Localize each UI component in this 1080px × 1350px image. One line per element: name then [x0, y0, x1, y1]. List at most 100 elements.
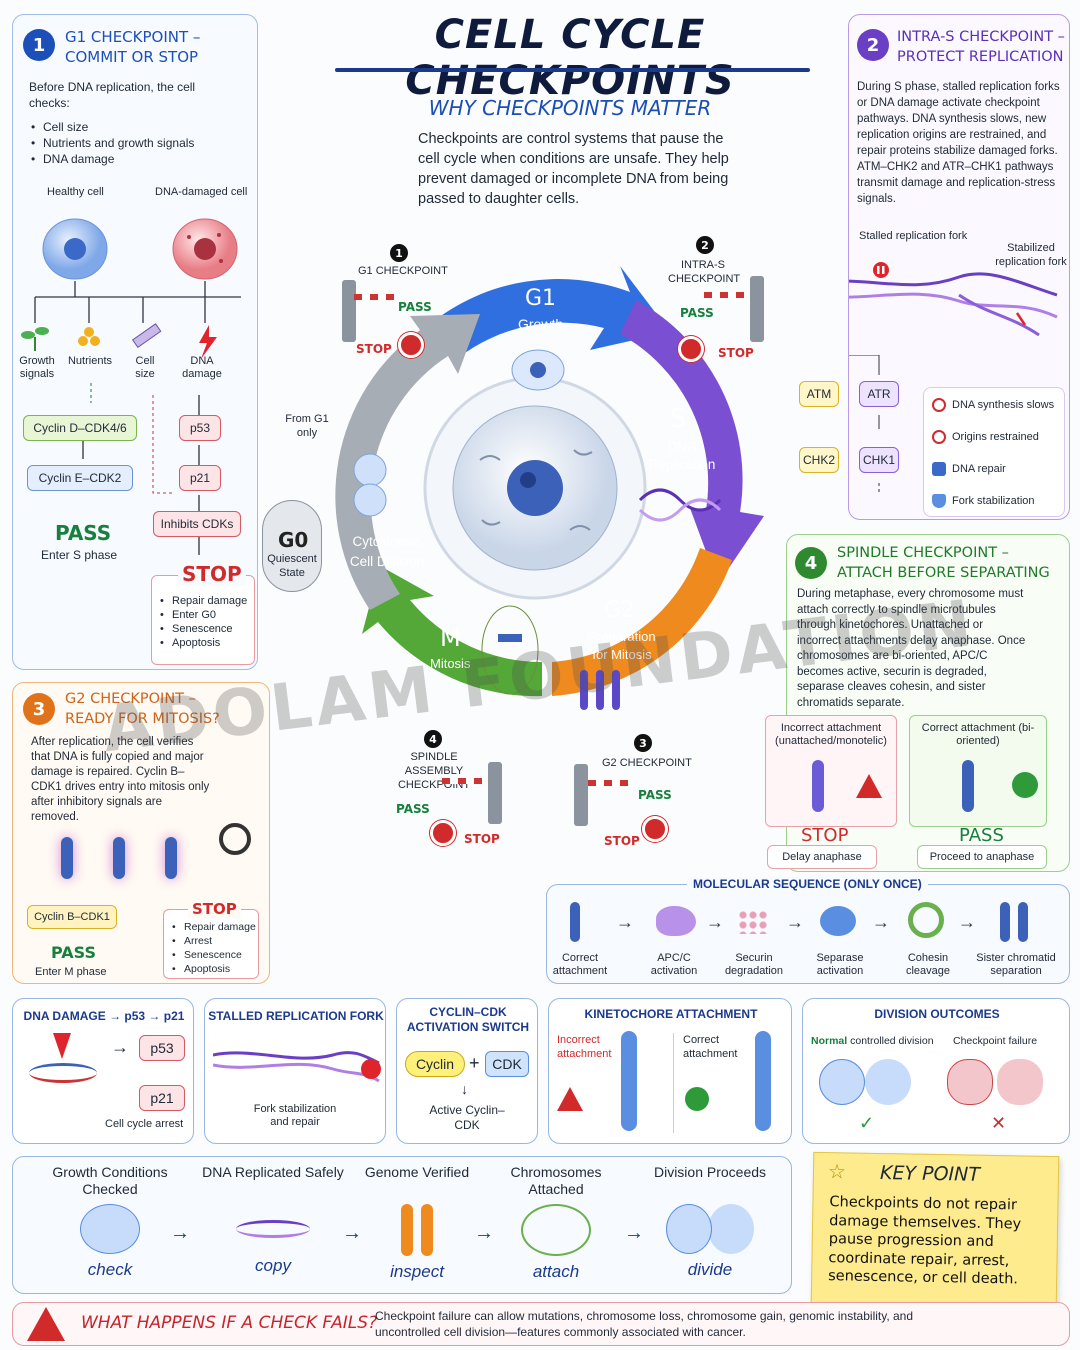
replication-fork-illustration — [849, 262, 1058, 337]
spindle-icon — [521, 1204, 591, 1256]
intra-s-connectors — [849, 355, 880, 495]
step-number-badge: 4 — [795, 547, 827, 579]
gate-bar-icon — [354, 294, 398, 300]
delay-anaphase-box: Delay anaphase — [767, 845, 877, 869]
cyclin-d-cdk46-box: Cyclin D–CDK4/6 — [23, 415, 137, 441]
sequence-icons — [556, 898, 1066, 948]
cdk-pill: CDK — [485, 1051, 529, 1077]
g2-stop-label: STOP — [188, 900, 241, 918]
intra-s-title-line2: PROTECT REPLICATION — [897, 49, 1064, 65]
division-outcomes-mini-panel: DIVISION OUTCOMES Normal controlled divi… — [802, 998, 1070, 1144]
fail-title: WHAT HAPPENS IF A CHECK FAILS? — [81, 1313, 378, 1333]
fork-icon — [213, 1051, 381, 1083]
dna-helix-icon — [236, 1220, 310, 1238]
intra-s-body: During S phase, stalled replication fork… — [857, 81, 1060, 205]
magnifier-icon — [219, 823, 251, 855]
checkpoint-label: INTRA-S CHECKPOINT — [668, 259, 741, 285]
checkpoint-label: SPINDLE ASSEMBLY CHECKPOINT — [397, 751, 471, 791]
chk2-box: CHK2 — [799, 447, 839, 473]
dna-damage-mini-panel: DNA DAMAGE → p53 → p21 → p53 p21 Cell cy… — [12, 998, 194, 1144]
molecular-sequence-panel: MOLECULAR SEQUENCE (ONLY ONCE) — [546, 877, 1070, 984]
m-phase-segment — [362, 566, 542, 697]
stabilized-fork-label: Stabilized replication fork — [995, 242, 1067, 268]
sequence-step: Sister chromatid separation — [976, 952, 1056, 977]
spindle-title-line1: SPINDLE CHECKPOINT – — [837, 545, 1009, 561]
p53-box: p53 — [179, 415, 221, 441]
effect-item: Origins restrained — [952, 431, 1039, 443]
star-icon: ☆ — [827, 1161, 847, 1184]
separase-icon — [820, 906, 856, 936]
g1-stop-box: STOP Repair damage Enter G0 Senescence A… — [151, 562, 255, 665]
separated-chromatids-icon — [1000, 902, 1010, 942]
fail-body: Checkpoint failure can allow mutations, … — [375, 1309, 914, 1339]
s-phase-segment — [620, 300, 764, 584]
mini-panel-caption: Cell cycle arrest — [105, 1118, 184, 1130]
cohesin-ring-icon — [908, 902, 944, 938]
g1-checkpoint-panel: 1 G1 CHECKPOINT – COMMIT OR STOP Before … — [12, 14, 258, 670]
spindle-stop-label: STOP — [801, 825, 849, 846]
x-mark-icon: ✕ — [991, 1113, 1007, 1133]
pass-label: PASS — [398, 300, 432, 314]
g1-phase-sub: Growth — [518, 316, 564, 332]
g0-name: G0 — [278, 528, 309, 552]
gate-post-icon — [750, 276, 764, 342]
cell-cycle-wheel — [335, 266, 764, 710]
molecular-sequence-title: MOLECULAR SEQUENCE (ONLY ONCE) — [687, 877, 928, 891]
stop-item: Repair damage — [172, 920, 256, 934]
g1-cells-illustration — [21, 218, 241, 359]
g2-phase-sub: Preparation for Mitosis — [588, 629, 656, 662]
g2-title-line1: G2 CHECKPOINT – — [65, 691, 196, 707]
effect-item: DNA repair — [952, 463, 1006, 475]
check-mark-icon: ✓ — [859, 1113, 875, 1133]
flow-step: Growth Conditions Checked check — [36, 1164, 184, 1284]
checkpoint-2-gate: 2 INTRA-S CHECKPOINT PASS STOP — [668, 236, 778, 366]
check-icon — [685, 1087, 709, 1111]
g1-phase-name: G1 — [525, 286, 557, 311]
sprout-icon — [21, 327, 49, 351]
signal-dna-damage: DNA damage — [182, 355, 222, 380]
sequence-step: APC/C activation — [650, 952, 698, 977]
title-underline — [335, 68, 810, 72]
step-number-badge: 2 — [857, 29, 889, 61]
flow-step-word: check — [87, 1260, 133, 1279]
stop-item: Arrest — [172, 934, 256, 948]
flow-step-title: Division Proceeds — [653, 1164, 767, 1180]
checkpoint-label: G1 CHECKPOINT — [358, 265, 448, 277]
flow-step: Chromosomes Attached attach — [486, 1164, 626, 1284]
abnormal-cells-icon — [947, 1059, 993, 1105]
plus-sign: + — [469, 1053, 480, 1073]
shield-icon — [932, 494, 946, 508]
stop-item: Senescence — [160, 622, 247, 636]
g1-stop-label: STOP — [178, 562, 246, 586]
atr-box: ATR — [859, 381, 899, 407]
gate-post-icon — [488, 762, 502, 824]
flow-step-title: Genome Verified — [364, 1164, 470, 1180]
securin-fragments-icon — [738, 910, 768, 934]
g2-pass-sub: Enter M phase — [35, 966, 107, 978]
mini-panel-title: STALLED REPLICATION FORK — [208, 1009, 384, 1023]
flow-step: Division Proceeds divide — [640, 1164, 780, 1284]
effect-item: Fork stabilization — [952, 495, 1035, 507]
stop-item: Enter G0 — [160, 608, 247, 622]
flow-step-word: divide — [687, 1260, 733, 1279]
checkpoint-4-gate: 4 SPINDLE ASSEMBLY CHECKPOINT PASS STOP — [384, 730, 514, 852]
step-number-badge: 1 — [390, 244, 408, 262]
signal-cell-size: Cell size — [135, 355, 155, 380]
key-point-body: Checkpoints do not repair damage themsel… — [828, 1194, 1022, 1288]
warning-icon — [27, 1307, 65, 1341]
check-item: DNA damage — [31, 151, 194, 167]
flow-step-word: inspect — [390, 1262, 444, 1281]
chromosome-icon — [113, 837, 125, 879]
checkpoint-failure-label: Checkpoint failure — [953, 1035, 1038, 1047]
stop-label: STOP — [464, 832, 500, 846]
flow-step-title: Chromosomes Attached — [510, 1164, 602, 1197]
chromosome-pair-icon — [580, 670, 620, 710]
m-phase-name: M — [440, 624, 461, 652]
checkpoint-label: G2 CHECKPOINT — [602, 757, 692, 769]
intra-s-checkpoint-panel: 2 INTRA-S CHECKPOINT – PROTECT REPLICATI… — [799, 14, 1070, 520]
gate-post-icon — [574, 764, 588, 826]
gate-bar-icon — [442, 778, 488, 784]
stalled-fork-mini-panel: STALLED REPLICATION FORK Fork stabilizat… — [204, 998, 386, 1144]
s-phase-sub: DNA Replication — [648, 439, 716, 472]
incorrect-attachment-label: Incorrect attachment — [557, 1034, 612, 1060]
